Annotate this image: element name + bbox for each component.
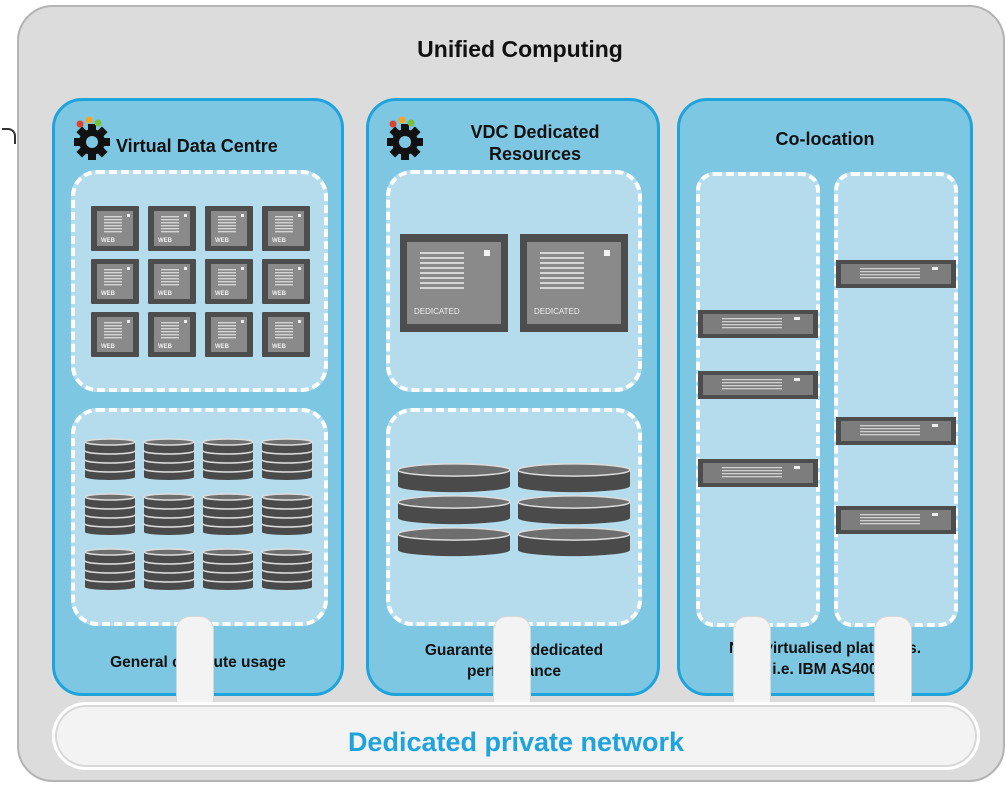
- web-server-icon: WEB: [262, 206, 310, 251]
- web-server-icon: WEB: [262, 312, 310, 357]
- web-server-icon: WEB: [91, 206, 139, 251]
- panel-title-virtual-data-centre: Virtual Data Centre: [116, 136, 278, 156]
- dedicated-server-icon: DEDICATED: [400, 234, 508, 332]
- svg-text:WEB: WEB: [158, 238, 173, 244]
- rack-server-unit: [698, 310, 818, 338]
- svg-text:WEB: WEB: [158, 291, 173, 297]
- rack-column-right: [834, 172, 958, 627]
- edge-connector-mark: [2, 128, 16, 144]
- svg-text:WEB: WEB: [215, 238, 230, 244]
- diagram-title: Unified Computing: [417, 36, 623, 62]
- storage-icon: [261, 438, 313, 481]
- web-server-icon: WEB: [91, 312, 139, 357]
- web-server-icon: WEB: [205, 259, 253, 304]
- rack-server-unit: [698, 459, 818, 487]
- caption-line-1: Non-virtualised platforms.: [728, 640, 922, 657]
- storage-icon: [84, 438, 136, 481]
- rack-server-unit: [698, 371, 818, 399]
- storage-icon: [143, 548, 195, 591]
- svg-text:WEB: WEB: [272, 291, 287, 297]
- storage-icon: [143, 438, 195, 481]
- storage-icon: [202, 438, 254, 481]
- svg-text:WEB: WEB: [272, 238, 287, 244]
- svg-text:WEB: WEB: [158, 344, 173, 350]
- rack-server-unit: [836, 417, 956, 445]
- svg-text:WEB: WEB: [101, 291, 116, 297]
- dedicated-server-icon: DEDICATED: [520, 234, 628, 332]
- dedicated-storage-icon: [517, 463, 631, 557]
- web-server-icon: WEB: [205, 206, 253, 251]
- svg-text:DEDICATED: DEDICATED: [414, 307, 460, 316]
- storage-icon: [202, 548, 254, 591]
- dedicated-storage-icon: [397, 463, 511, 557]
- web-server-icon: WEB: [148, 206, 196, 251]
- rack-server-unit: [836, 506, 956, 534]
- panel-title-vdc-dedicated: VDC Dedicated Resources: [435, 121, 635, 165]
- panel-title-line-1: VDC Dedicated: [470, 122, 600, 142]
- storage-icon: [143, 493, 195, 536]
- web-server-zone: WEB WEB WEB WEB WEB WEB WEB WEB WEB WEB WEB WEB: [71, 170, 328, 392]
- svg-text:DEDICATED: DEDICATED: [534, 307, 580, 316]
- svg-text:WEB: WEB: [272, 344, 287, 350]
- web-server-icon: WEB: [262, 259, 310, 304]
- storage-zone: [71, 408, 328, 626]
- dedicated-server-zone: DEDICATED DEDICATED: [386, 170, 642, 392]
- gear-icon: [70, 116, 114, 160]
- svg-text:WEB: WEB: [215, 344, 230, 350]
- web-server-icon: WEB: [148, 312, 196, 357]
- panel-title-line-2: Resources: [488, 144, 582, 164]
- svg-text:WEB: WEB: [101, 344, 116, 350]
- svg-text:WEB: WEB: [215, 291, 230, 297]
- storage-icon: [261, 493, 313, 536]
- web-server-icon: WEB: [205, 312, 253, 357]
- network-label: Dedicated private network: [347, 727, 685, 757]
- dedicated-private-network: Dedicated private network: [52, 702, 980, 770]
- web-server-icon: WEB: [91, 259, 139, 304]
- svg-text:WEB: WEB: [101, 238, 116, 244]
- storage-icon: [202, 493, 254, 536]
- storage-icon: [84, 493, 136, 536]
- rack-server-unit: [836, 260, 956, 288]
- rack-column-left: [696, 172, 820, 627]
- panel-caption-colocation: Non-virtualised platforms. i.e. IBM AS40…: [681, 638, 969, 680]
- storage-icon: [261, 548, 313, 591]
- panel-title-co-location: Co-location: [775, 129, 875, 149]
- caption-line-2: i.e. IBM AS400: [772, 661, 878, 678]
- web-server-icon: WEB: [148, 259, 196, 304]
- gear-icon: [383, 116, 427, 160]
- storage-icon: [84, 548, 136, 591]
- dedicated-storage-zone: [386, 408, 642, 626]
